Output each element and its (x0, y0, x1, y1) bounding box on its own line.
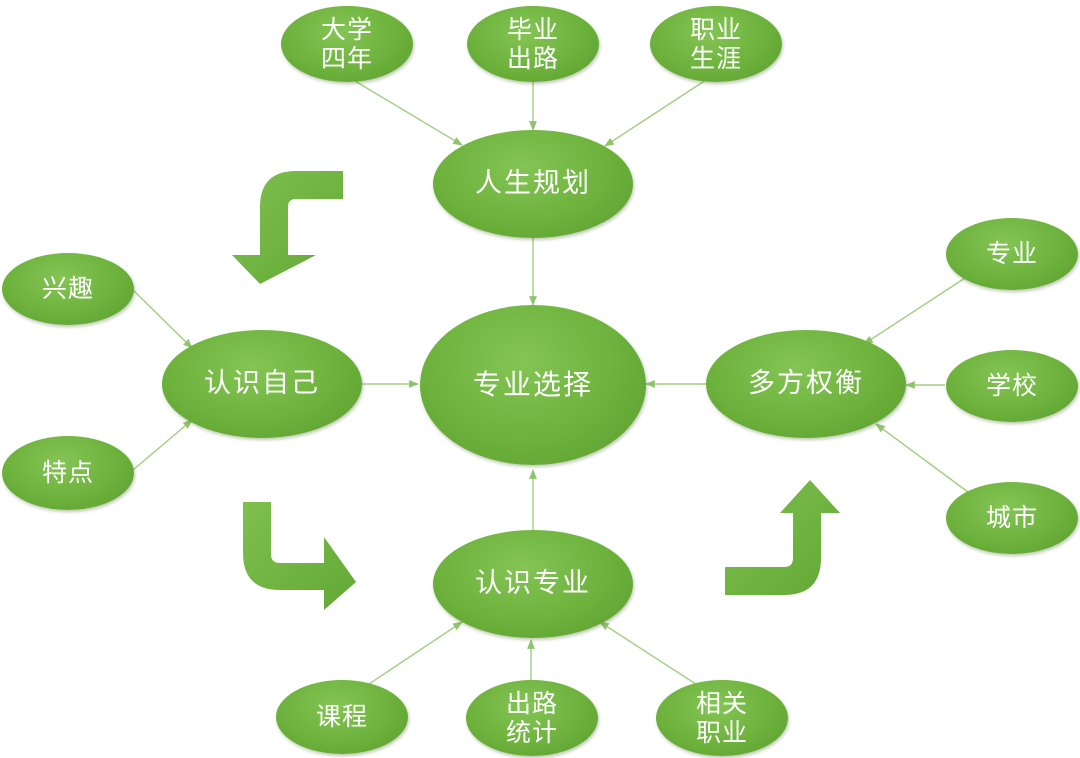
leaf-label-school: 学校 (985, 371, 1038, 401)
leaf-node-related-jobs: 相关 职业 (656, 680, 788, 756)
leaf-node-city: 城市 (946, 482, 1078, 554)
hub-label-know-yourself: 认识自己 (204, 367, 320, 399)
hub-label-know-major: 认识专业 (475, 567, 591, 599)
leaf-label-career: 职业 生涯 (689, 14, 742, 74)
leaf-node-path-stats: 出路 统计 (466, 680, 598, 756)
leaf-node-interest: 兴趣 (2, 253, 134, 325)
connector-four-years-to-life-planning (344, 74, 463, 146)
hub-label-life-planning: 人生规划 (475, 167, 591, 199)
connector-courses-to-know-major (356, 621, 463, 693)
connector-traits-to-know-yourself (132, 419, 193, 471)
hub-node-know-major: 认识专业 (433, 530, 633, 638)
center-node-label: 专业选择 (472, 368, 593, 402)
hub-label-weigh-options: 多方权衡 (748, 367, 864, 399)
leaf-label-traits: 特点 (41, 458, 94, 488)
leaf-label-graduation-path: 毕业 出路 (506, 14, 559, 74)
hub-node-know-yourself: 认识自己 (162, 330, 362, 438)
flow-arrow-bottom-left (243, 502, 356, 610)
flow-arrow-top-left (232, 171, 343, 284)
leaf-node-four-years: 大学 四年 (281, 6, 413, 82)
connector-city-to-weigh-options (875, 423, 969, 493)
center-node-major-choice: 专业选择 (420, 305, 646, 465)
connector-interest-to-know-yourself (132, 289, 193, 349)
leaf-node-traits: 特点 (2, 436, 134, 510)
hub-node-life-planning: 人生规划 (433, 130, 633, 238)
hub-node-weigh-options: 多方权衡 (706, 330, 906, 438)
leaf-label-city: 城市 (985, 503, 1038, 533)
leaf-node-career: 职业 生涯 (650, 6, 782, 82)
leaf-node-school: 学校 (946, 350, 1078, 422)
connector-career-to-life-planning (604, 75, 713, 147)
leaf-node-major: 专业 (946, 218, 1078, 290)
connector-related-jobs-to-know-major (599, 621, 706, 691)
leaf-label-interest: 兴趣 (41, 274, 94, 304)
leaf-label-major: 专业 (985, 239, 1038, 269)
connector-major-to-weigh-options (863, 277, 966, 345)
leaf-node-graduation-path: 毕业 出路 (467, 6, 599, 82)
leaf-label-courses: 课程 (315, 702, 368, 732)
flow-arrow-bottom-right (725, 480, 840, 595)
leaf-node-courses: 课程 (276, 680, 408, 754)
leaf-label-path-stats: 出路 统计 (505, 688, 558, 748)
leaf-label-related-jobs: 相关 职业 (695, 688, 748, 748)
leaf-label-four-years: 大学 四年 (320, 14, 373, 74)
